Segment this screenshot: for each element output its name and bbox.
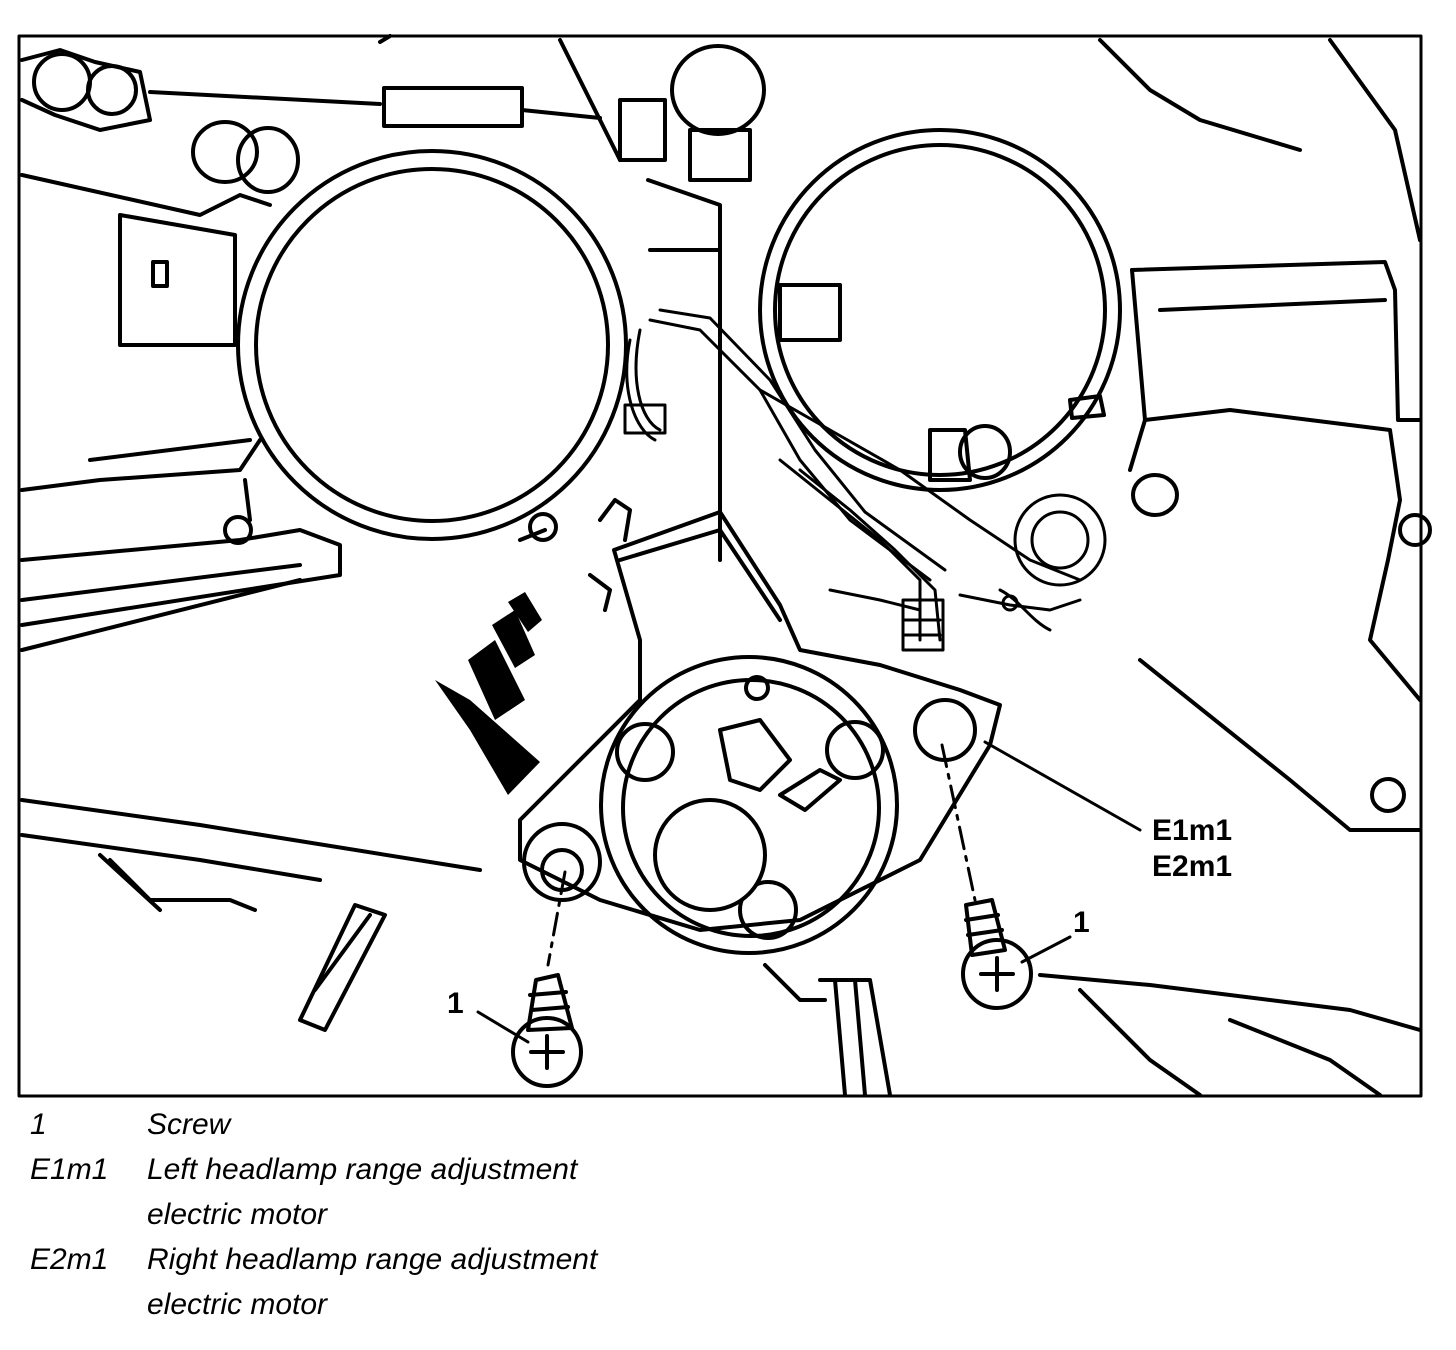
callout-screw-left: 1: [447, 987, 464, 1020]
legend-item-e2m1-continued: electric motor: [30, 1282, 1030, 1327]
direction-indicator: [435, 592, 542, 795]
leader-lines: [476, 740, 1142, 1044]
legend-description: Right headlamp range adjustment: [147, 1243, 598, 1276]
screw-left: [511, 973, 583, 1088]
callout-e2m1: E2m1: [1152, 850, 1232, 883]
legend-description: Left headlamp range adjustment: [147, 1153, 578, 1186]
legend-description: Screw: [147, 1108, 231, 1141]
diagram-frame: [17, 34, 1423, 1098]
lower-centre-details: [763, 963, 1422, 1097]
top-rail-tag: [382, 86, 524, 128]
legend-description-continued: electric motor: [147, 1288, 328, 1321]
left-bolt-shaft: [298, 903, 387, 1032]
legend-item-e2m1: E2m1 Right headlamp range adjustment: [30, 1237, 1030, 1282]
callout-screw-right: 1: [1073, 906, 1090, 939]
screw-axes: [546, 743, 977, 967]
legend-key: 1: [30, 1108, 47, 1141]
wiring-harness: [623, 308, 1107, 652]
legend-key: E1m1: [30, 1153, 109, 1186]
legend-item-e1m1: E1m1 Left headlamp range adjustment: [30, 1147, 1030, 1192]
right-headlamp-ring: [758, 128, 1122, 492]
callout-e1m1: E1m1: [1152, 814, 1232, 847]
legend-item-screw: 1 Screw: [30, 1102, 1030, 1147]
upper-left-connectors: [20, 48, 300, 347]
legend: 1 Screw E1m1 Left headlamp range adjustm…: [30, 1102, 1030, 1327]
legend-description-continued: electric motor: [147, 1198, 328, 1231]
upper-center-connector: [618, 44, 766, 562]
right-housing: [1098, 38, 1432, 832]
left-rails: [20, 438, 482, 912]
screw-right: [961, 898, 1033, 1010]
headlamp-motor-diagram: E1m1 E2m1 1 1: [17, 34, 1432, 1098]
left-headlamp-ring: [223, 149, 628, 545]
legend-item-e1m1-continued: electric motor: [30, 1192, 1030, 1237]
motor-flange: [599, 655, 899, 955]
legend-key: E2m1: [30, 1243, 109, 1276]
